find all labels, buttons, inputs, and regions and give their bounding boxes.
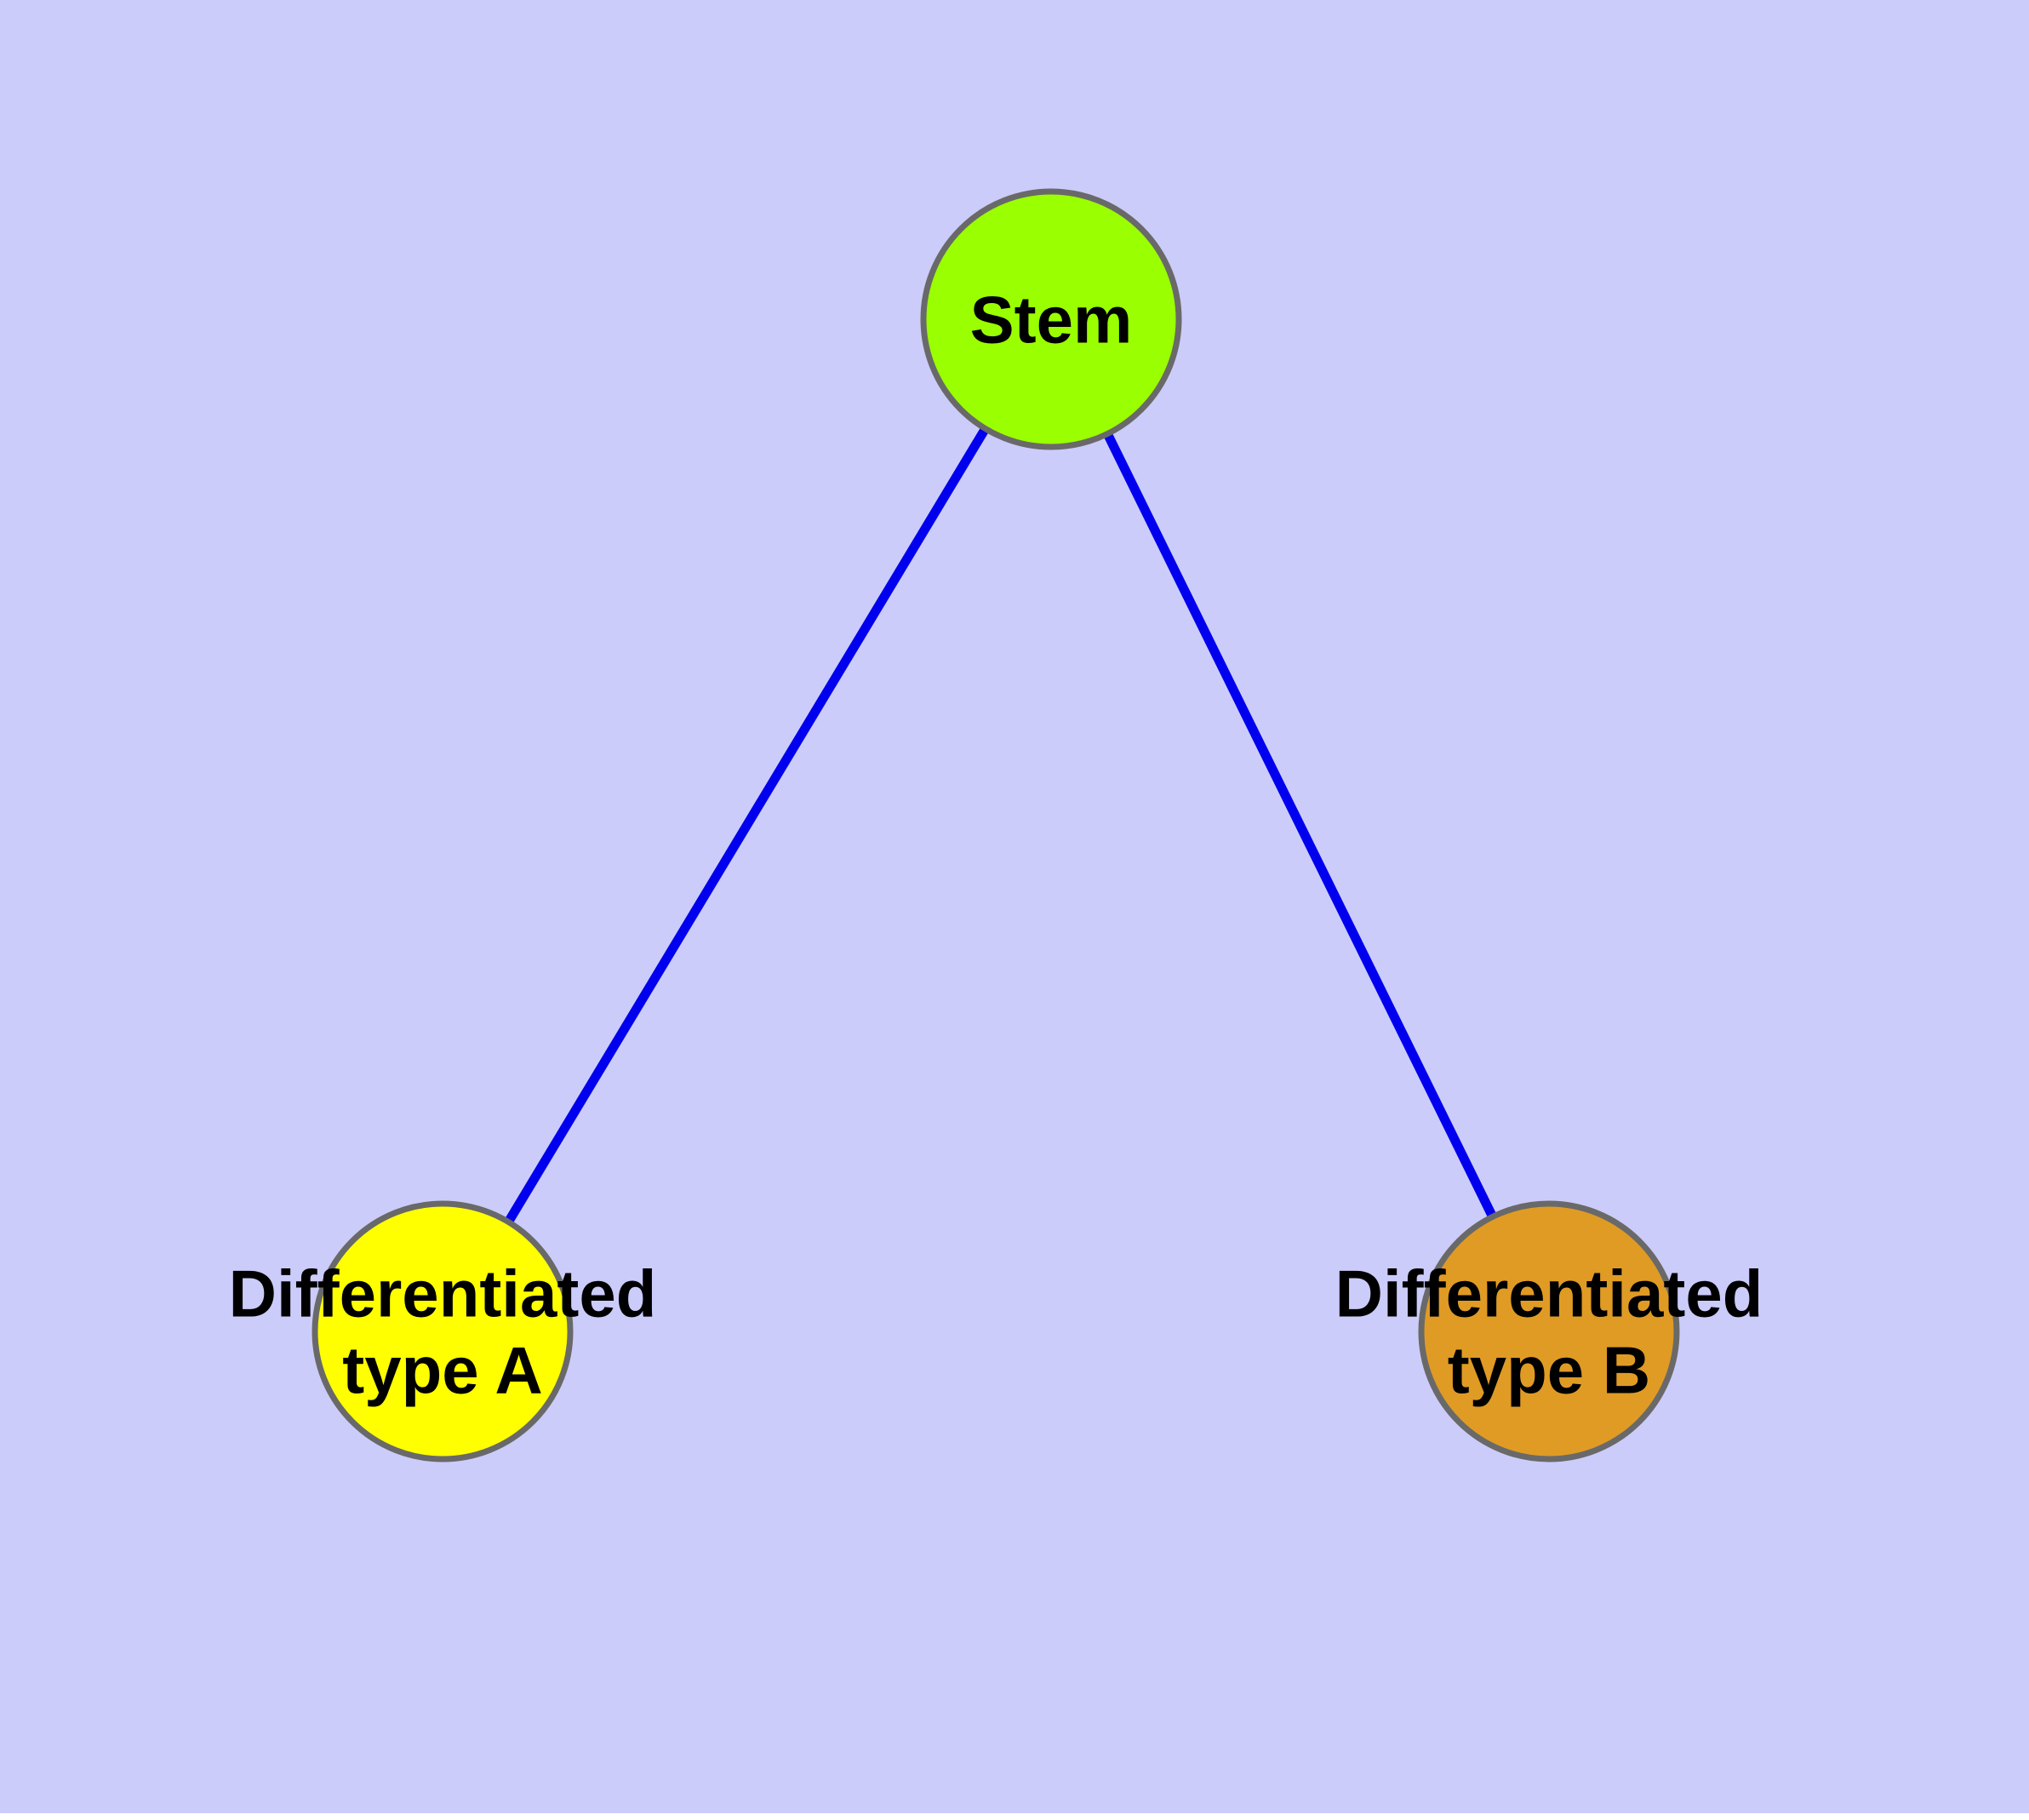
graph-node-label-diff_b-line-2: type B — [1448, 1332, 1650, 1407]
nodes-layer — [311, 188, 1680, 1462]
graph-node-stem[interactable] — [920, 188, 1182, 450]
graph-node-diff_b[interactable] — [1418, 1200, 1680, 1462]
edges-layer — [504, 426, 1497, 1225]
graph-node-label-diff_a-line-2: type A — [342, 1332, 543, 1407]
graph-edge-stem-to-b[interactable] — [1103, 432, 1497, 1219]
graph-node-diff_a[interactable] — [311, 1200, 574, 1462]
graph-node-label-diff_b-line-1: Differentiated — [1335, 1256, 1763, 1331]
graph-node-label-stem-line-1: Stem — [970, 282, 1133, 357]
graph-node-label-diff_a-line-1: Differentiated — [229, 1256, 657, 1331]
graph-edge-stem-to-a[interactable] — [504, 426, 990, 1225]
